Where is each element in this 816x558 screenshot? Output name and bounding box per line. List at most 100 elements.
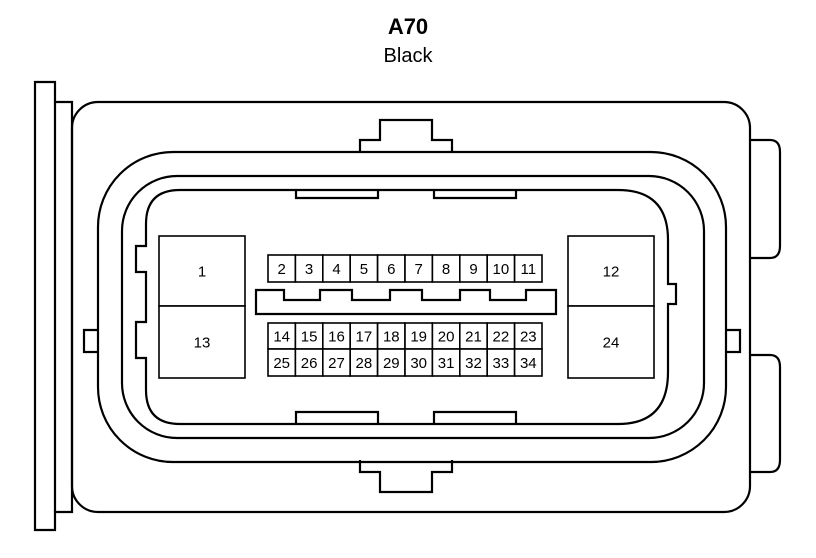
- connector-color: Black: [383, 45, 433, 67]
- pin-cavity-box: [404, 322, 434, 350]
- pin-cavity-box: [513, 348, 543, 377]
- pin-cavity: 19: [404, 322, 434, 350]
- pin-cavity-label: 29: [383, 355, 400, 372]
- pin-cavity: 28: [349, 348, 379, 377]
- pin-cavity-label: 22: [493, 329, 510, 346]
- pin-cavity-label: 6: [387, 261, 395, 278]
- pin-cavity-label: 33: [493, 355, 510, 372]
- pin-cavity-box: [404, 254, 434, 283]
- pin-cavity-box: [267, 322, 297, 350]
- pin-cavity-box: [458, 254, 488, 283]
- pin-cavity: 10: [486, 254, 516, 283]
- pin-cavity: 29: [376, 348, 406, 377]
- left-flange: [33, 80, 74, 532]
- pin-cavity-label: 4: [332, 261, 340, 278]
- pin-cavity: 22: [486, 322, 516, 350]
- pin-cavity-box: [404, 348, 434, 377]
- pin-cavity: 23: [513, 322, 543, 350]
- pin-cavity-label: 28: [356, 355, 373, 372]
- pin-cavity: 15: [294, 322, 324, 350]
- terminal-cavity-box: [567, 305, 655, 379]
- pin-cavity-label: 20: [438, 329, 455, 346]
- pin-cavity-label: 8: [442, 261, 450, 278]
- pin-cavity-box: [376, 254, 406, 283]
- pin-cavity: 18: [376, 322, 406, 350]
- pin-cavity-label: 16: [328, 329, 345, 346]
- terminal-cavity: 13: [158, 305, 246, 379]
- terminal-cavity: 24: [567, 305, 655, 379]
- connector-housing: [70, 100, 752, 514]
- pin-cavity-box: [294, 254, 324, 283]
- pin-cavity-label: 7: [415, 261, 423, 278]
- terminal-cavity-label: 12: [603, 264, 620, 281]
- pin-cavity-label: 9: [469, 261, 477, 278]
- pin-cavity: 26: [294, 348, 324, 377]
- pin-cavity: 20: [431, 322, 461, 350]
- pin-cavity-label: 15: [301, 329, 318, 346]
- pin-cavity: 33: [486, 348, 516, 377]
- pin-cavity-box: [458, 322, 488, 350]
- pin-cavity: 32: [458, 348, 488, 377]
- pin-cavity-label: 30: [410, 355, 427, 372]
- seal-middle: [120, 174, 706, 440]
- right-latch-top: [750, 138, 782, 260]
- terminal-cavity-box: [158, 235, 246, 307]
- terminal-cavity-label: 24: [603, 335, 620, 352]
- terminal-cavity: 12: [567, 235, 655, 307]
- pin-cavity-label: 3: [305, 261, 313, 278]
- pin-cavity: 30: [404, 348, 434, 377]
- pin-cavity-box: [349, 348, 379, 377]
- top-rail-left: [294, 190, 380, 200]
- pin-cavity-label: 5: [360, 261, 368, 278]
- pin-cavity: 7: [404, 254, 434, 283]
- pin-cavity-label: 17: [356, 329, 373, 346]
- pin-cavity-label: 19: [410, 329, 427, 346]
- pin-cavity-label: 23: [520, 329, 537, 346]
- pin-separator: [254, 288, 558, 316]
- pin-cavity: 17: [349, 322, 379, 350]
- pin-cavity: 5: [349, 254, 379, 283]
- right-latch-bottom: [750, 353, 782, 474]
- pin-cavity-box: [486, 254, 516, 283]
- pin-cavity-box: [513, 322, 543, 350]
- left-notch: [82, 328, 98, 354]
- terminal-cavity: 1: [158, 235, 246, 307]
- top-key: [358, 118, 454, 152]
- pin-cavity: 9: [458, 254, 488, 283]
- pin-cavity: 31: [431, 348, 461, 377]
- pin-cavity-label: 34: [520, 355, 537, 372]
- pin-cavity-label: 26: [301, 355, 318, 372]
- pin-cavity: 27: [321, 348, 351, 377]
- pin-cavity: 16: [321, 322, 351, 350]
- pin-cavity-label: 21: [465, 329, 482, 346]
- terminal-cavity-label: 1: [198, 264, 206, 281]
- pin-cavity-label: 31: [438, 355, 455, 372]
- pin-cavity-label: 27: [328, 355, 345, 372]
- pin-cavity: 4: [321, 254, 351, 283]
- pin-cavity-box: [349, 322, 379, 350]
- pin-cavity: 21: [458, 322, 488, 350]
- right-notch: [726, 328, 742, 354]
- pin-cavity-label: 32: [465, 355, 482, 372]
- bottom-key: [358, 460, 454, 494]
- pin-cavity-label: 14: [273, 329, 290, 346]
- pin-cavity: 8: [431, 254, 461, 283]
- bottom-rail-right: [432, 410, 518, 424]
- pin-cavity-box: [431, 348, 461, 377]
- pin-cavity: 25: [267, 348, 297, 377]
- pin-cavity: 6: [376, 254, 406, 283]
- pin-cavity: 2: [267, 254, 297, 283]
- pin-cavity-box: [267, 348, 297, 377]
- pin-cavity: 3: [294, 254, 324, 283]
- terminal-cavity-box: [158, 305, 246, 379]
- terminal-cavity-label: 13: [194, 335, 211, 352]
- pin-cavity: 11: [513, 254, 543, 283]
- top-rail-right: [432, 190, 518, 200]
- terminal-cavity-box: [567, 235, 655, 307]
- pin-cavity-label: 11: [521, 261, 537, 278]
- pin-cavity-label: 18: [383, 329, 400, 346]
- pin-cavity-box: [376, 348, 406, 377]
- pin-cavity-box: [513, 254, 543, 283]
- seal-outer: [96, 150, 728, 464]
